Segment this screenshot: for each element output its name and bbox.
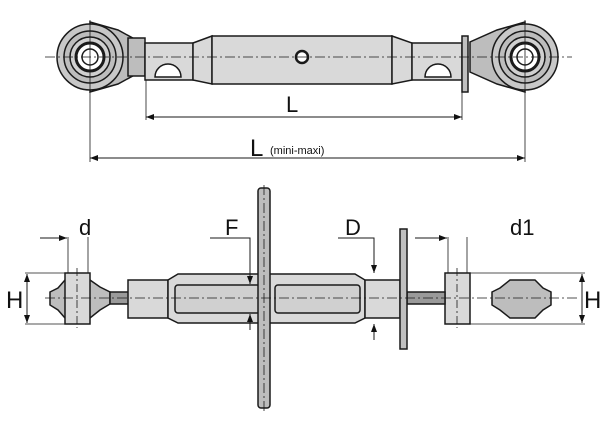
right-joint-side [406,272,552,325]
top-view [45,20,572,162]
label-h-right: H [584,287,600,314]
label-f: F [225,215,238,240]
side-view [24,185,585,412]
label-d-diameter: D [345,215,361,240]
turnbuckle-body-side [127,187,408,409]
left-joint-side [49,272,131,325]
label-d: d [79,215,91,240]
label-h-left: H [6,287,23,314]
label-mini-maxi: (mini-maxi) [270,145,324,157]
turnbuckle-body [127,34,469,93]
label-d1: d1 [510,215,534,240]
label-l: L [286,92,298,117]
label-l-overall: L [250,135,263,162]
